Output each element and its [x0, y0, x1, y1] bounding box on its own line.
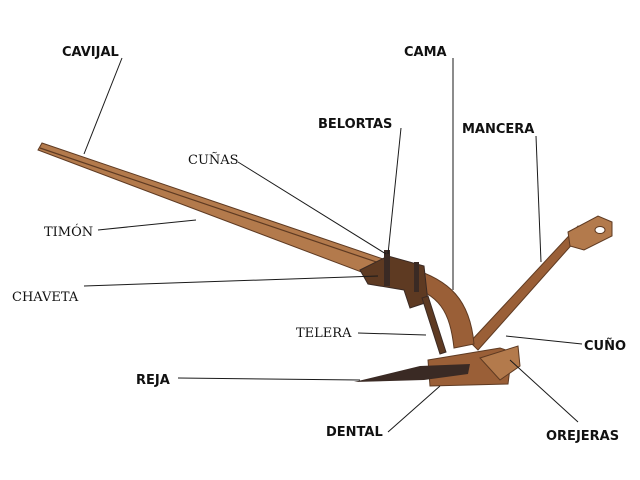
mancera-handle-part — [567, 215, 613, 251]
telera-part — [421, 295, 447, 355]
reja-part — [354, 364, 470, 382]
cama-label: CAMA — [404, 45, 447, 60]
timon-label: TIMÓN — [44, 223, 93, 240]
cavijal-label: CAVIJAL — [62, 45, 119, 60]
leader-lines — [83, 57, 583, 433]
cuno-label: CUÑO — [584, 338, 626, 354]
chaveta-block — [359, 255, 429, 309]
telera-leader — [357, 332, 427, 336]
cuno-leader — [505, 335, 583, 345]
orejeras-leader — [509, 359, 579, 423]
dental-leader — [387, 385, 441, 433]
chaveta-label: CHAVETA — [12, 290, 79, 305]
dental-label: DENTAL — [326, 425, 383, 440]
mancera-part — [469, 225, 585, 351]
timon-shadow — [39, 147, 401, 271]
cavijal-leader — [83, 57, 123, 155]
chaveta-leader — [83, 275, 379, 287]
belortas-leader — [387, 127, 402, 255]
cunas-label: CUÑAS — [188, 152, 239, 168]
reja-leader — [177, 377, 361, 381]
timon-leader — [97, 219, 197, 231]
plough-drawing — [37, 142, 613, 387]
orejeras-label: OREJERAS — [546, 429, 619, 444]
orejeras-part — [479, 345, 521, 381]
telera-label: TELERA — [296, 326, 352, 341]
cunas-leader — [237, 161, 387, 255]
mancera-hole — [594, 226, 606, 234]
reja-label: REJA — [136, 373, 170, 388]
labels: CAVIJAL CAMA BELORTAS MANCERA CUÑAS TIMÓ… — [12, 45, 626, 444]
belortas-label: BELORTAS — [318, 117, 392, 132]
belortas-ring-2 — [414, 262, 419, 292]
mancera-label: MANCERA — [462, 122, 534, 137]
belortas-ring — [384, 250, 390, 286]
mancera-leader — [535, 135, 542, 263]
